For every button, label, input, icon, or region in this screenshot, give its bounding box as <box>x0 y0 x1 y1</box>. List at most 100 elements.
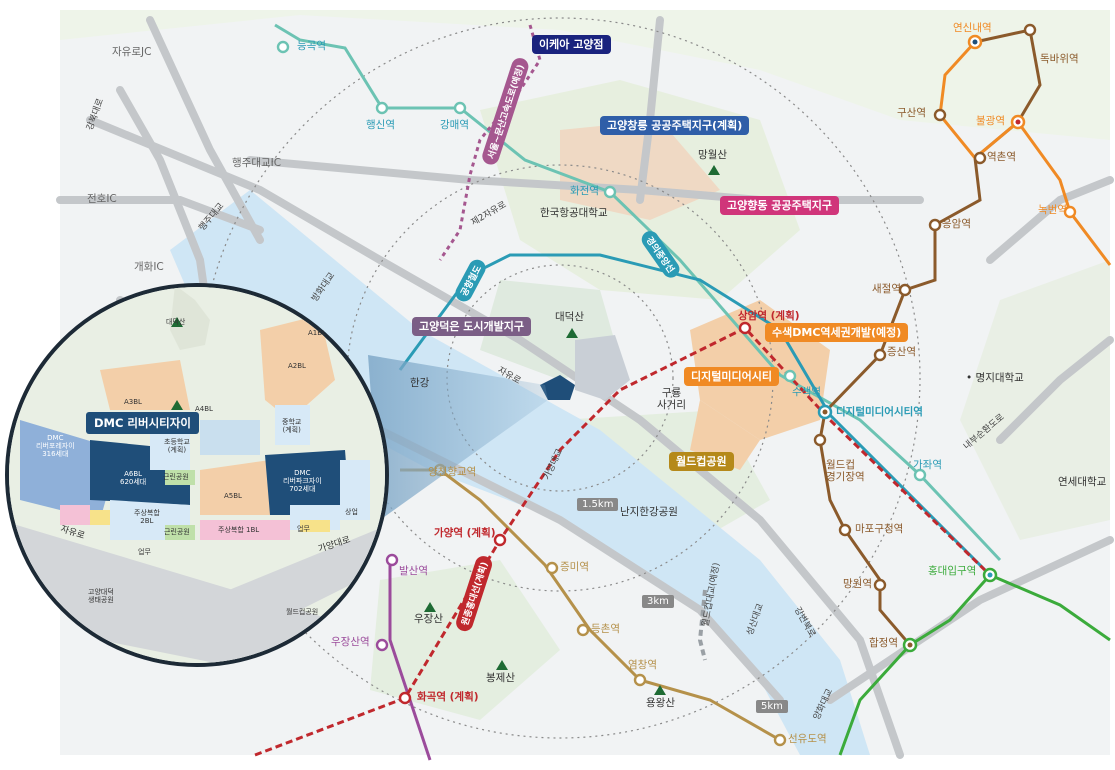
gyeongui-line <box>274 23 1002 562</box>
station-ujangsan-label: 우장산역 <box>331 636 370 648</box>
distance-label: 1.5km <box>577 498 619 511</box>
station-yangcheon-label: 양천향교역 <box>428 466 477 478</box>
inset-title: DMC 리버시티자이 <box>86 412 199 434</box>
station-dokbawi <box>1023 23 1037 37</box>
inset-park1: 근린공원 <box>163 473 189 481</box>
inset-map <box>5 283 389 667</box>
stations <box>276 23 1077 747</box>
han-river <box>170 190 870 755</box>
inset-block-a5: A5BL <box>224 492 242 500</box>
planned-wonjong-line <box>254 326 992 757</box>
site-marker <box>540 375 575 400</box>
place-daedeoksan-label: 대덕산 <box>555 311 584 323</box>
station-balsan <box>385 553 399 567</box>
mountain-icon <box>708 165 720 175</box>
place-gurumo-label: 구룡 사거리 <box>657 387 686 411</box>
station-nokbeon <box>1063 205 1077 219</box>
inset-block-a6: A6BL 620세대 <box>120 470 147 487</box>
station-dokbawi-label: 독바위역 <box>1040 53 1079 65</box>
badge-deogeun: 고양덕은 도시개발지구 <box>412 317 532 337</box>
station-jeungsan-label: 증산역 <box>887 346 916 358</box>
place-manwolsan-label: 망월산 <box>698 149 727 161</box>
badge-susaek-dmc: 수색DMC역세권개발(예정) <box>765 323 909 343</box>
badge-hyangdong: 고양향동 공공주택지구 <box>720 196 840 216</box>
place-ujangsan-label: 우장산 <box>414 613 443 625</box>
station-eungam-label: 응암역 <box>942 218 971 230</box>
road-gaehwa-ic-label: 개화IC <box>134 261 164 273</box>
station-jeungsan <box>873 348 887 362</box>
station-deungchon-label: 등촌역 <box>591 623 620 635</box>
station-gusan <box>933 108 947 122</box>
line9 <box>400 468 781 742</box>
station-gangmae-label: 강매역 <box>440 119 469 131</box>
station-susaek <box>783 369 797 383</box>
badge-ikea: 이케아 고양점 <box>532 35 611 55</box>
mountain-icon <box>654 685 666 695</box>
inset-goyang-park: 고양대덕 생태공원 <box>88 588 114 605</box>
station-yeomchang <box>633 673 647 687</box>
line5 <box>388 555 432 761</box>
station-gayang <box>493 533 507 547</box>
station-seonyudo-label: 선유도역 <box>788 733 827 745</box>
greenery <box>60 10 1110 140</box>
mountain-icons <box>424 165 720 695</box>
inset-block-a3: A3BL <box>124 398 142 406</box>
station-yeonsinnae-label: 연신내역 <box>953 22 992 34</box>
mountain-icon <box>566 328 578 338</box>
station-hwajeon <box>603 185 617 199</box>
inset-block-dmc316: DMC 리버포레자이 316세대 <box>36 434 75 459</box>
station-mangwon-label: 망원역 <box>843 578 872 590</box>
station-yeokchon-label: 역촌역 <box>987 151 1016 163</box>
station-ujangsan <box>375 638 389 652</box>
mountain-icon <box>496 660 508 670</box>
place-bongjesan-label: 봉제산 <box>486 672 515 684</box>
inset-park2: 근린공원 <box>164 528 190 536</box>
place-hangang-label: 한강 <box>410 377 430 389</box>
station-mapogu <box>838 523 852 537</box>
station-worldcup <box>813 433 827 447</box>
mountain-icon <box>424 602 436 612</box>
distance-label: 5km <box>756 700 788 713</box>
station-nokbeon-label: 녹번역 <box>1038 204 1067 216</box>
station-gusan-label: 구산역 <box>897 107 926 119</box>
inset-block-a4: A4BL <box>195 405 213 413</box>
station-saejeol <box>898 283 912 297</box>
road-jeonho-ic-label: 전호IC <box>87 193 117 205</box>
planned-bridge <box>697 589 707 661</box>
road-haengju-ic-label: 행주대교IC <box>232 157 282 169</box>
inset-school1: 초등학교 (계획) <box>164 438 190 455</box>
badge-changneung: 고양창릉 공공주택지구(계획) <box>600 116 750 136</box>
place-hangkong-label: 한국항공대학교 <box>540 207 608 219</box>
station-deungchon <box>576 623 590 637</box>
inset-daedeok: 대덕산 <box>166 318 186 326</box>
badge-worldcup-park: 월드컵공원 <box>669 452 734 472</box>
station-mangwon <box>873 578 887 592</box>
station-sangam-label: 상암역 (계획) <box>738 310 800 322</box>
station-sangam <box>738 321 752 335</box>
inset-commerce: 상업 <box>345 508 358 516</box>
station-yeomchang-label: 염창역 <box>628 659 657 671</box>
station-hwagok <box>398 691 412 705</box>
station-hwajeon-label: 화전역 <box>570 185 599 197</box>
station-gayang-label: 가양역 (계획) <box>434 527 496 539</box>
station-haengsin <box>375 101 389 115</box>
distance-label: 3km <box>642 595 674 608</box>
planned-expressway <box>438 24 542 261</box>
station-hapjeong-label: 합정역 <box>869 637 898 649</box>
station-neunggok-label: 능곡역 <box>297 40 326 52</box>
station-mapogu-label: 마포구청역 <box>855 523 904 535</box>
place-myongji-label: • 명지대학교 <box>966 372 1024 384</box>
station-seonyudo <box>773 733 787 747</box>
station-eungam <box>928 218 942 232</box>
station-bulgwang-label: 불광역 <box>976 115 1005 127</box>
station-worldcup-label: 월드컵 경기장역 <box>826 459 865 483</box>
inset-block-dmc702: DMC 리버파크자이 702세대 <box>283 469 322 494</box>
station-balsan-label: 발산역 <box>399 565 428 577</box>
inset-worldcup-park: 월드컵공원 <box>286 608 319 616</box>
inset-block-a1: A1BL <box>308 329 326 337</box>
inset-work2: 업무 <box>138 548 151 556</box>
inset-work1: 업무 <box>297 525 310 533</box>
station-hongdae-label: 홍대입구역 <box>928 565 977 577</box>
